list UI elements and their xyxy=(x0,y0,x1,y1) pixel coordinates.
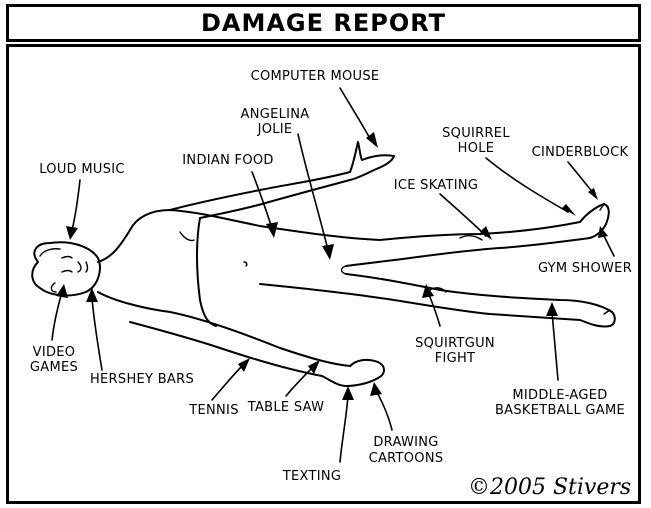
arrow-angelina xyxy=(297,133,329,251)
label-cinderblock: CINDERBLOCK xyxy=(532,145,629,160)
label-computer-mouse: COMPUTER MOUSE xyxy=(251,69,380,84)
label-hershey: HERSHEY BARS xyxy=(90,372,194,387)
label-video-2: GAMES xyxy=(30,360,78,375)
label-drawing-1: DRAWING xyxy=(373,435,438,450)
label-drawing-2: CARTOONS xyxy=(369,451,444,466)
arrow-loud-music xyxy=(71,179,81,231)
arrow-group xyxy=(51,87,615,463)
comic-title-box: DAMAGE REPORT xyxy=(6,4,641,42)
arrow-squirrel xyxy=(485,157,569,213)
arrow-tennis xyxy=(211,363,245,401)
label-table-saw: TABLE SAW xyxy=(247,400,325,415)
label-squirtgun-1: SQUIRTGUN xyxy=(415,336,495,351)
label-ice-skating: ICE SKATING xyxy=(394,178,479,193)
label-video-1: VIDEO xyxy=(33,345,76,360)
arrow-cinderblock xyxy=(567,161,595,195)
head-outline xyxy=(31,241,101,297)
arrow-basketball xyxy=(551,311,559,381)
label-indian-food: INDIAN FOOD xyxy=(182,153,273,168)
comic-title: DAMAGE REPORT xyxy=(200,9,447,37)
label-tennis: TENNIS xyxy=(188,403,239,418)
label-texting: TEXTING xyxy=(282,469,342,484)
label-squirrel-1: SQUIRREL xyxy=(442,126,510,141)
arrow-ice-skating xyxy=(439,193,487,237)
arrow-video-games xyxy=(51,291,63,341)
body-figure xyxy=(31,141,616,387)
label-middle-2: BASKETBALL GAME xyxy=(495,403,625,418)
label-loud-music: LOUD MUSIC xyxy=(39,162,125,177)
label-group: COMPUTER MOUSE ANGELINA JOLIE SQUIRREL H… xyxy=(30,69,632,500)
label-angelina-1: ANGELINA xyxy=(241,107,310,122)
arrow-drawing xyxy=(375,389,393,431)
label-gym-shower: GYM SHOWER xyxy=(538,261,632,276)
arrow-hershey xyxy=(91,297,103,371)
label-squirrel-2: HOLE xyxy=(458,141,495,156)
signature: ©2005 Stivers xyxy=(468,475,631,500)
arrow-computer-mouse xyxy=(339,87,373,143)
label-squirtgun-2: FIGHT xyxy=(435,351,476,366)
arrow-indian-food xyxy=(251,171,273,229)
arrow-squirtgun xyxy=(427,291,441,327)
arrow-texting xyxy=(339,395,349,463)
drawing-frame xyxy=(6,44,641,504)
label-middle-1: MIDDLE-AGED xyxy=(512,388,607,403)
label-angelina-2: JOLIE xyxy=(257,122,293,137)
